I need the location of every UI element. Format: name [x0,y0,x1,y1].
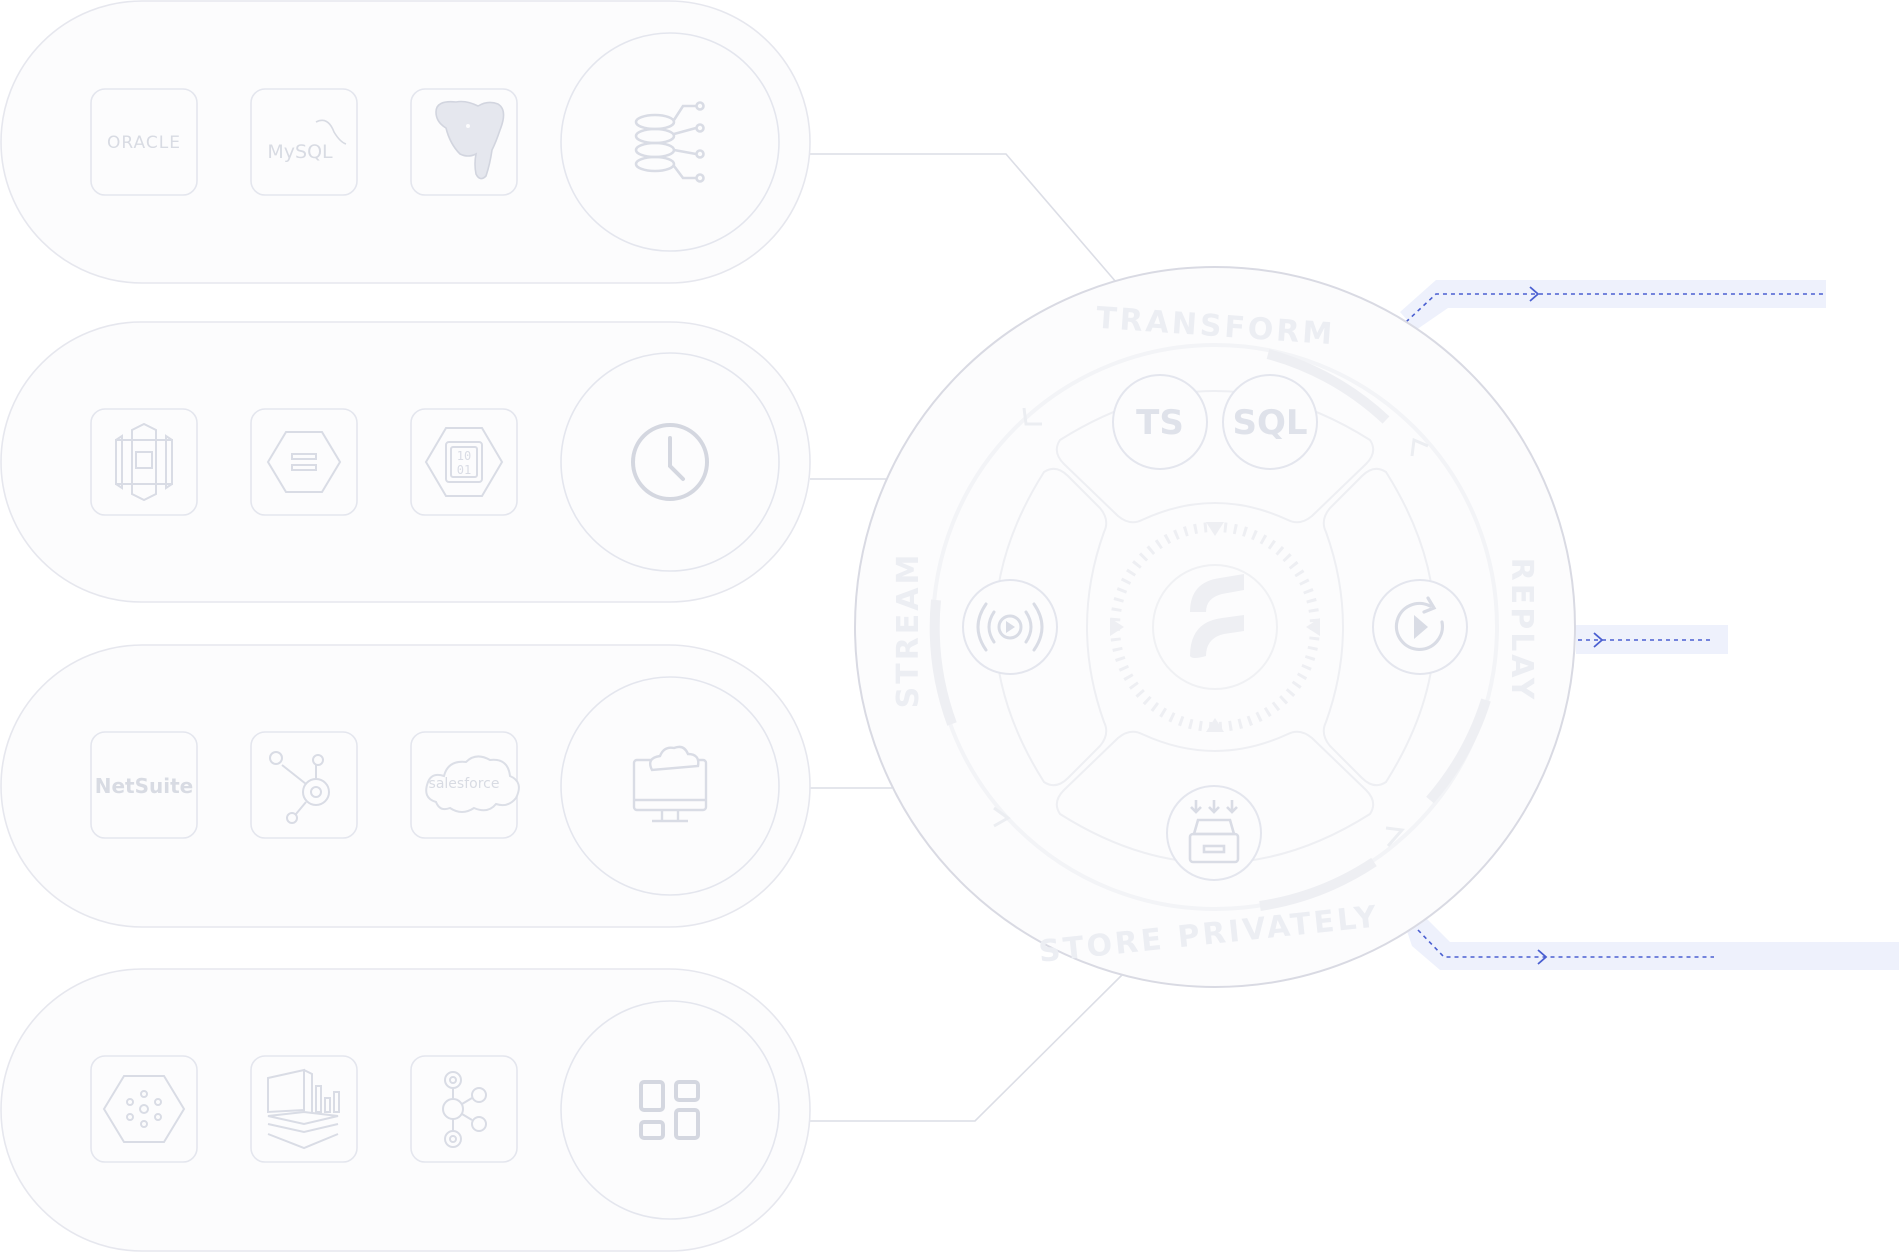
clock-icon [631,423,709,501]
replay-node[interactable] [1372,579,1468,675]
dolphin-icon [315,119,347,145]
connector-row4 [810,974,1123,1122]
ring-arc-right [1426,698,1491,804]
aws-s3-bucket-icon [115,422,173,502]
hubspot-icon [269,751,330,824]
oracle-logo: ORACLE [107,133,181,153]
salesforce-tile[interactable]: salesforce [410,731,520,839]
storage-hub[interactable] [560,352,780,572]
postgres-tile[interactable] [410,88,518,196]
salesforce-logo: salesforce [429,776,500,792]
output-streams [1400,280,1899,970]
output-stream-middle [1576,625,1728,654]
source-row-saas: NetSuite salesforce [0,644,811,928]
replay-label: REPLAY [1504,558,1539,703]
saas-hub[interactable] [560,676,780,896]
hubspot-tile[interactable] [250,731,358,839]
svg-text:01: 01 [457,463,471,477]
gcp-storage-tile[interactable] [250,408,358,516]
archive-box-icon [1188,800,1240,864]
output-stream-bottom [1406,918,1899,970]
mysql-tile[interactable]: MySQL [250,88,358,196]
database-connector-icon [634,101,705,183]
source-connectors [810,153,1123,1122]
sql-label: SQL [1232,403,1307,443]
binary-file-icon: 10 01 [424,427,504,497]
estuary-logo-icon [1190,574,1244,658]
postgres-elephant-icon [435,100,505,180]
kafka-tile[interactable] [410,1055,518,1163]
salesforce-cloud-icon [425,755,520,813]
svg-text:10: 10 [457,449,471,463]
stream-label: STREAM [891,552,926,709]
source-row-streaming [0,968,811,1252]
output-stream-top [1400,280,1826,330]
ring-arc-left [929,599,957,726]
ring-arrows [993,407,1429,847]
replay-icon [1394,596,1445,652]
cloud-monitor-icon [632,745,708,823]
ts-label: TS [1136,403,1184,443]
pubsub-icon [102,1075,186,1143]
oracle-tile[interactable]: ORACLE [90,88,198,196]
data-warehouse-icon [267,1068,340,1150]
apps-grid-icon [639,1080,700,1140]
store-node[interactable] [1166,785,1262,881]
databases-hub[interactable] [560,32,780,252]
mysql-logo: MySQL [267,141,333,163]
netsuite-tile[interactable]: NetSuite [90,731,198,839]
ring-arc-bottom [1259,857,1377,911]
connector-row1 [810,153,1117,283]
warehouse-tile[interactable] [250,1055,358,1163]
source-row-storage: 10 01 [0,321,811,603]
pubsub-tile[interactable] [90,1055,198,1163]
netsuite-logo: NetSuite [95,774,194,798]
ring-arc-top [1266,349,1390,424]
kafka-icon [442,1071,487,1148]
typescript-node[interactable]: TS [1112,374,1208,470]
core-arrows [1110,522,1320,732]
binary-file-tile[interactable]: 10 01 [410,408,518,516]
streaming-hub[interactable] [560,1000,780,1220]
source-row-databases: ORACLE MySQL [0,0,811,284]
central-hub: TRANSFORM STORE PRIVATELY STREAM REPLAY … [854,266,1576,988]
sql-node[interactable]: SQL [1222,374,1318,470]
s3-tile[interactable] [90,408,198,516]
stream-broadcast-icon [976,602,1044,652]
stream-node[interactable] [962,579,1058,675]
gcp-storage-icon [266,431,342,493]
